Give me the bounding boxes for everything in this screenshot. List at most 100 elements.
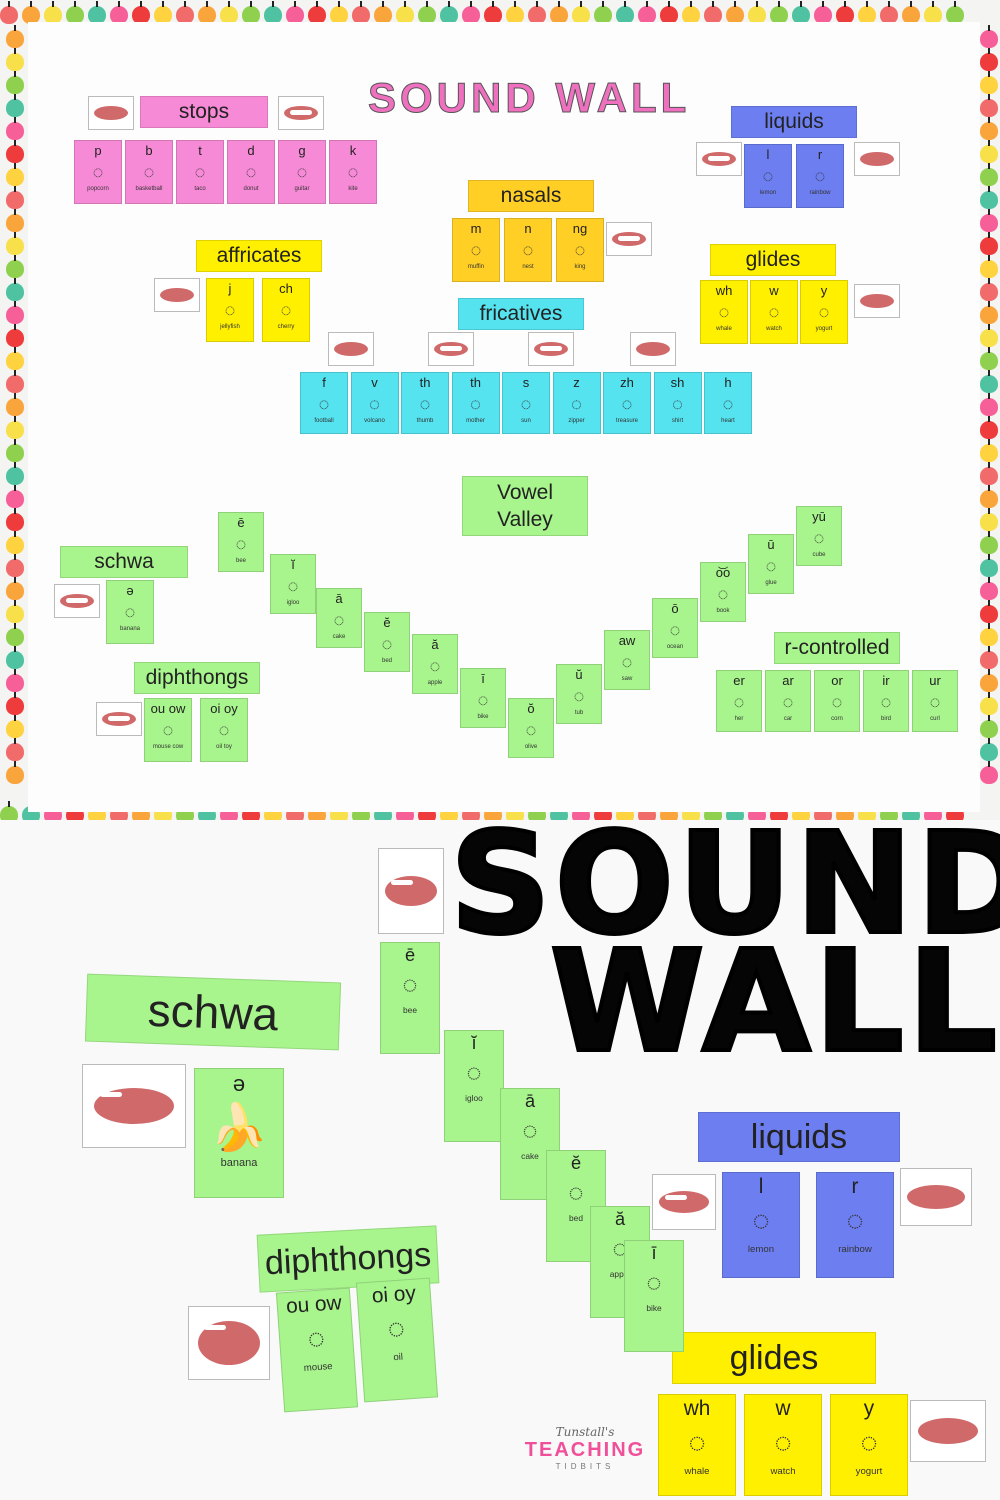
sound-card: s◌sun xyxy=(502,372,550,434)
sound-card: aw◌saw xyxy=(604,630,650,690)
apple-icon xyxy=(6,301,24,324)
card-word: ocean xyxy=(666,644,684,650)
apple-icon xyxy=(88,1,106,24)
sound-card: v◌volcano xyxy=(350,372,399,434)
mouth-teeth-icon xyxy=(696,142,742,176)
apple-icon xyxy=(980,163,998,186)
card-letter: l xyxy=(766,147,770,162)
brand-line1: Tunstall's xyxy=(555,1425,615,1439)
card-letter: ng xyxy=(572,221,588,236)
sound-card: z◌zipper xyxy=(552,372,601,434)
card-letter: ir xyxy=(882,673,890,688)
card-letter: oi oy xyxy=(210,701,238,716)
card-letter: ō xyxy=(671,601,679,616)
card-picture-icon: ◌ xyxy=(143,162,155,182)
card-word: taco xyxy=(194,186,206,192)
card-word: muffin xyxy=(467,264,485,270)
card-picture-icon: ◌ xyxy=(287,576,299,596)
card-word: glue xyxy=(765,580,777,586)
card-word: yogurt xyxy=(855,1465,883,1477)
card-picture-icon: ◌ xyxy=(688,1427,706,1459)
card-letter: j xyxy=(228,281,232,296)
apple-icon xyxy=(770,1,788,24)
card-letter: ā xyxy=(524,1091,536,1111)
bottom-header-liquids: liquids xyxy=(698,1112,900,1162)
card-letter: ĭ xyxy=(471,1033,477,1053)
apple-icon xyxy=(6,370,24,393)
mouth-closed-icon xyxy=(328,332,374,366)
card-word: watch xyxy=(766,326,782,332)
card-word: cube xyxy=(812,552,826,558)
sound-card: w◌watch xyxy=(750,280,798,344)
apple-icon xyxy=(6,646,24,669)
apple-icon xyxy=(6,393,24,416)
card-letter: ē xyxy=(404,945,416,965)
apple-icon xyxy=(980,738,998,761)
apple-icon xyxy=(6,738,24,761)
apple-icon xyxy=(374,1,392,24)
apple-icon xyxy=(980,94,998,117)
sound-card: r◌rainbow xyxy=(816,1172,894,1278)
apple-icon xyxy=(980,25,998,48)
brand-logo: Tunstall's TEACHING TIDBITS xyxy=(520,1425,650,1471)
card-letter: ou ow xyxy=(150,701,186,716)
card-picture-icon: ◌ xyxy=(733,692,745,712)
card-picture-icon: ◌ xyxy=(419,394,431,414)
apple-icon xyxy=(198,1,216,24)
card-word: book xyxy=(716,608,730,614)
card-word: guitar xyxy=(294,186,310,192)
apple-icon xyxy=(396,1,414,24)
apple-icon xyxy=(506,1,524,24)
card-word: bee xyxy=(403,1005,417,1016)
sound-card: l◌lemon xyxy=(744,144,792,208)
apple-icon xyxy=(6,232,24,255)
card-picture-icon: ◌ xyxy=(765,556,777,576)
mouth-teeth-icon xyxy=(378,848,444,934)
sound-wall-big-title: SOUND WALL xyxy=(448,813,1000,1075)
card-word: basketball xyxy=(135,186,163,192)
apple-icon xyxy=(6,117,24,140)
sound-card: ī◌bike xyxy=(624,1240,684,1352)
card-letter: t xyxy=(198,143,202,158)
card-word: rainbow xyxy=(838,1243,872,1255)
card-word: shirt xyxy=(671,418,684,424)
card-letter: ū xyxy=(767,537,775,552)
card-word: watch xyxy=(770,1465,796,1477)
card-picture-icon: ◌ xyxy=(235,534,247,554)
card-picture-icon: ◌ xyxy=(386,1312,406,1346)
apple-border-top xyxy=(0,1,964,24)
card-letter: ch xyxy=(279,281,293,296)
card-picture-icon: ◌ xyxy=(574,240,586,260)
card-picture-icon: ◌ xyxy=(402,971,418,999)
apple-icon xyxy=(902,1,920,24)
sound-card: r◌rainbow xyxy=(796,144,844,208)
apple-icon xyxy=(418,1,436,24)
card-word: sun xyxy=(521,418,531,424)
sound-card: ā◌cake xyxy=(316,588,362,648)
card-letter: w xyxy=(769,283,779,298)
sound-card: or◌corn xyxy=(814,670,860,732)
apple-icon xyxy=(66,1,84,24)
card-letter: aw xyxy=(618,633,636,648)
card-word: mother xyxy=(466,418,485,424)
card-letter: wh xyxy=(715,283,733,298)
apple-icon xyxy=(6,278,24,301)
header-nasals: nasals xyxy=(468,180,594,212)
sound-card: wh◌whale xyxy=(700,280,748,344)
card-word: jellyfish xyxy=(220,324,240,330)
apple-icon xyxy=(6,761,24,784)
card-picture-icon: ◌ xyxy=(752,1205,770,1237)
card-word: apple xyxy=(609,1269,631,1280)
card-letter: ou ow xyxy=(285,1291,343,1319)
apple-icon xyxy=(980,301,998,324)
apple-icon xyxy=(154,1,172,24)
card-picture-icon: ◌ xyxy=(280,300,292,320)
card-word: banana xyxy=(119,626,141,632)
apple-icon xyxy=(6,462,24,485)
mouth-closed-icon xyxy=(854,142,900,176)
card-word: mouse cow xyxy=(152,744,184,750)
sound-card: sh◌shirt xyxy=(653,372,702,434)
apple-icon xyxy=(638,1,656,24)
card-word: saw xyxy=(621,676,633,682)
card-picture-icon: ◌ xyxy=(669,620,681,640)
